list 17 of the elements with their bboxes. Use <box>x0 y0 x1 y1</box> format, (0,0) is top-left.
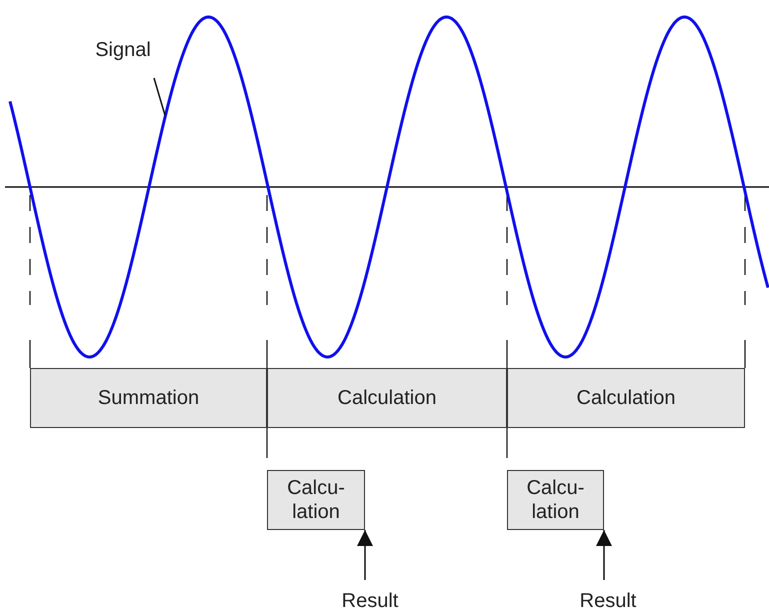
box-label: Calcu- lation <box>286 476 346 524</box>
result-label: Result <box>342 589 398 613</box>
leader-line <box>153 78 166 116</box>
signal-wave <box>8 16 769 358</box>
box-label: Calculation <box>576 386 676 410</box>
result-label: Result <box>580 589 636 613</box>
process-box <box>507 470 604 530</box>
box-label: Calcu- lation <box>526 476 586 524</box>
arrow <box>357 530 373 580</box>
box-label: Summation <box>98 386 200 410</box>
process-box <box>507 368 745 428</box>
process-box <box>30 368 267 428</box>
box-label: Calculation <box>338 386 436 410</box>
process-box <box>267 470 365 530</box>
arrow <box>596 530 612 580</box>
signal-label: Signal <box>95 38 151 62</box>
process-box <box>267 368 507 428</box>
